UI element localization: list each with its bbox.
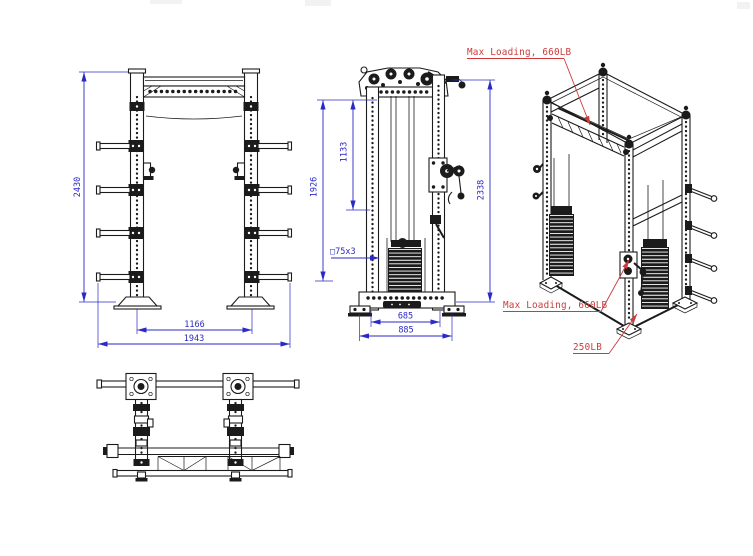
front-view bbox=[95, 68, 293, 310]
dim-overall-width: 1943 bbox=[184, 334, 204, 344]
annotations: Max Loading, 660LB Max Loading, 660LB 25… bbox=[467, 47, 638, 354]
plan-column-right bbox=[223, 399, 244, 460]
side-base bbox=[348, 291, 466, 317]
stack-capacity-leader bbox=[608, 313, 638, 354]
plan-base-rail bbox=[103, 443, 294, 459]
pulley-carriage bbox=[428, 157, 465, 205]
max-loading-side-leader bbox=[600, 259, 630, 312]
iso-posts bbox=[542, 74, 691, 326]
scan-artifacts bbox=[150, 0, 750, 9]
front-feet bbox=[113, 296, 275, 310]
dim-base-inner-depth: 685 bbox=[398, 312, 413, 322]
dim-base-overall-depth: 885 bbox=[398, 326, 413, 336]
plan-truss bbox=[157, 455, 281, 472]
iso-weight-stack-left bbox=[549, 154, 574, 276]
max-loading-top-leader bbox=[563, 58, 591, 126]
front-dimensions: 2430 1166 1943 bbox=[73, 71, 291, 348]
dim-column-height: 1926 bbox=[310, 177, 320, 197]
barbell-sag-line bbox=[145, 115, 243, 120]
front-weight-pegs-left bbox=[95, 140, 144, 283]
plan-column-left bbox=[133, 399, 154, 460]
dim-tube-section: □75x3 bbox=[330, 247, 356, 257]
plan-plate-right bbox=[222, 372, 254, 401]
side-front-post bbox=[365, 86, 380, 311]
dim-total-height: 2338 bbox=[477, 180, 487, 200]
isometric-view bbox=[532, 62, 718, 340]
j-hooks bbox=[142, 162, 246, 180]
lat-pulldown-bar bbox=[547, 107, 631, 157]
front-weight-pegs-right bbox=[244, 140, 293, 283]
iso-weight-pegs bbox=[685, 184, 718, 304]
brand-logo bbox=[383, 301, 421, 308]
dim-overall-height: 2430 bbox=[73, 177, 83, 197]
iso-pulley-arms bbox=[532, 163, 544, 200]
stack-capacity-label: 250LB bbox=[573, 342, 602, 353]
front-crossbar bbox=[142, 76, 246, 98]
pulley-housing bbox=[358, 66, 466, 98]
side-view bbox=[348, 66, 466, 317]
weight-stack bbox=[384, 238, 428, 299]
plan-feet bbox=[133, 459, 244, 482]
side-dimensions: 1926 1133 □75x3 2338 685 885 bbox=[310, 79, 495, 341]
max-loading-side-label: Max Loading, 660LB bbox=[503, 300, 608, 311]
iso-feet bbox=[538, 276, 699, 340]
cables bbox=[390, 96, 415, 242]
dim-upper-inner-height: 1133 bbox=[340, 142, 350, 162]
dim-inner-width: 1166 bbox=[184, 320, 204, 330]
iso-weight-stack-right bbox=[641, 180, 669, 309]
plan-plate-left bbox=[125, 372, 157, 401]
max-loading-top-label: Max Loading, 660LB bbox=[467, 47, 572, 58]
top-plan-view bbox=[96, 372, 300, 482]
